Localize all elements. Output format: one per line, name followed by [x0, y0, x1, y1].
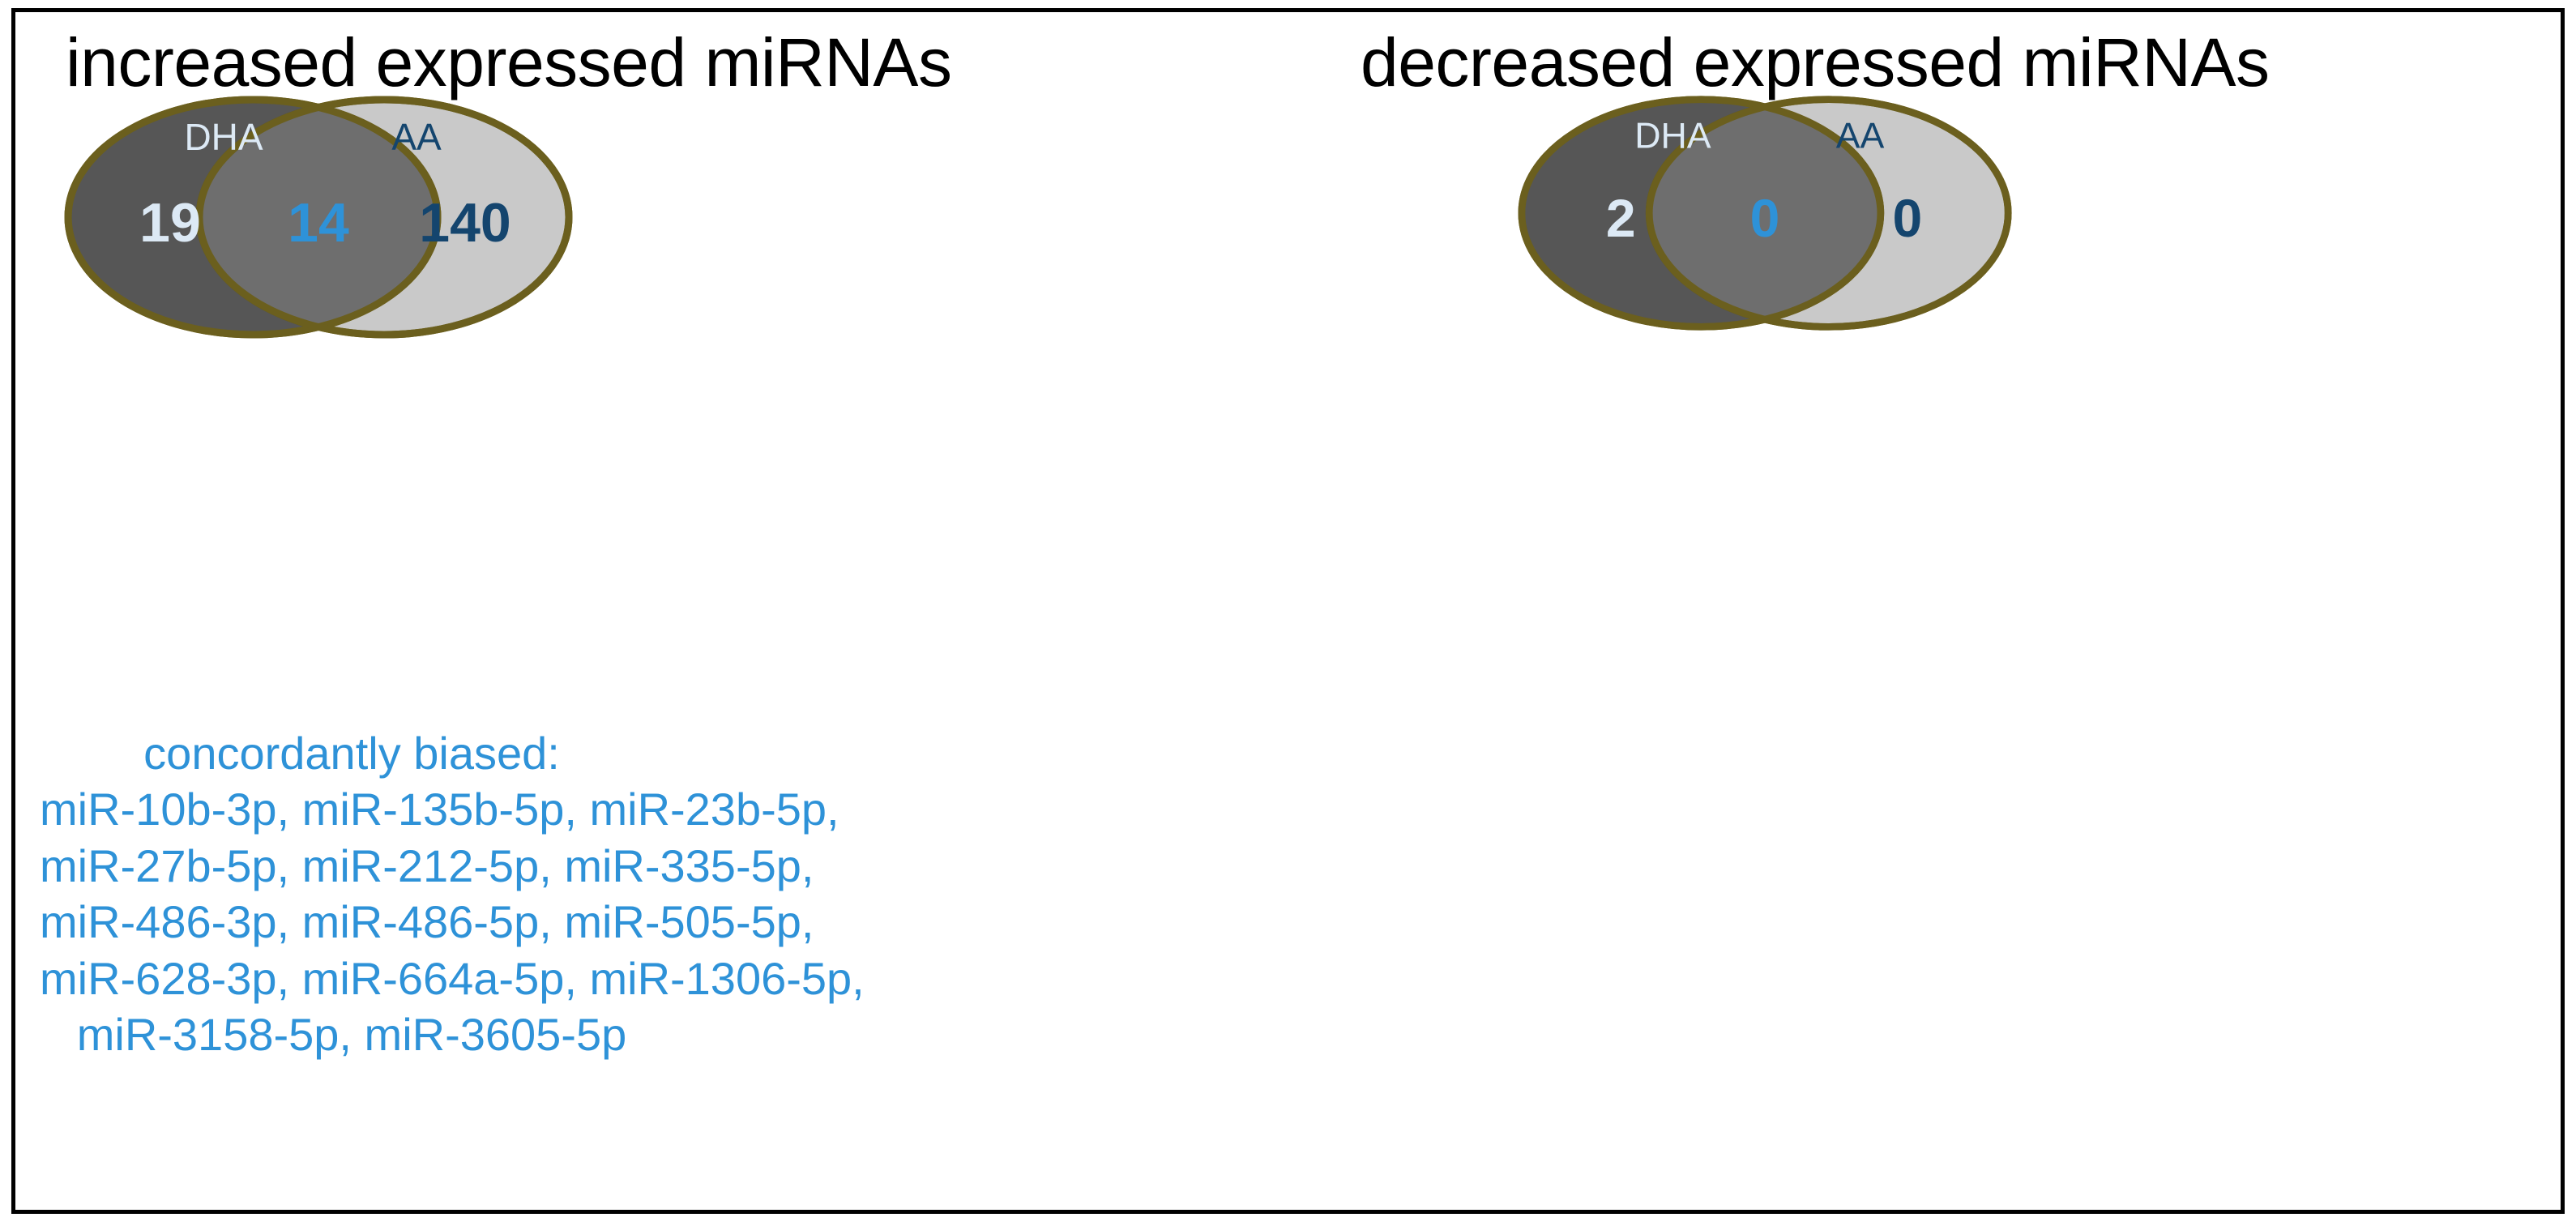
concordant-line-1: miR-10b-3p, miR-135b-5p, miR-23b-5p, [40, 784, 839, 835]
venn-count-aa-only: 0 [1892, 188, 1922, 248]
concordant-line-3: miR-486-3p, miR-486-5p, miR-505-5p, [40, 896, 814, 948]
venn-intersection-region [1649, 99, 1881, 327]
venn-ellipse-dha-outline [64, 96, 442, 339]
figure-frame: increased expressed miRNAs [11, 8, 2565, 1214]
venn-ellipse-aa-outline [195, 96, 573, 339]
panel-title-increased: increased expressed miRNAs [66, 24, 952, 100]
venn-diagram-increased: DHA AA 19 14 140 [36, 92, 603, 343]
panel-title-decreased: decreased expressed miRNAs [1361, 24, 2270, 100]
venn-count-intersection: 0 [1750, 188, 1780, 248]
venn-count-aa-only: 140 [419, 192, 511, 254]
concordant-list: concordantly biased: miR-10b-3p, miR-135… [40, 725, 865, 1063]
venn-count-dha-only: 2 [1606, 188, 1636, 248]
concordant-line-2: miR-27b-5p, miR-212-5p, miR-335-5p, [40, 839, 814, 891]
concordant-line-4: miR-628-3p, miR-664a-5p, miR-1306-5p, [40, 952, 865, 1004]
venn-intersection-region [199, 100, 438, 335]
venn-label-dha: DHA [1634, 117, 1711, 156]
venn-diagram-decreased: DHA AA 2 0 0 [1490, 92, 2041, 335]
venn-label-aa: AA [391, 116, 442, 158]
venn-label-dha: DHA [184, 116, 263, 158]
venn-count-intersection: 14 [288, 192, 349, 254]
panel-decreased: decreased expressed miRNAs DHA AA [1328, 12, 2568, 1210]
venn-count-dha-only: 19 [139, 192, 201, 254]
venn-ellipse-dha-outline [1518, 96, 1885, 331]
panel-increased: increased expressed miRNAs [15, 12, 1328, 1210]
concordant-heading: concordantly biased: [143, 728, 560, 779]
venn-ellipse-aa-outline [1645, 96, 2012, 331]
concordant-line-5: miR-3158-5p, miR-3605-5p [76, 1009, 627, 1061]
venn-label-aa: AA [1836, 117, 1885, 156]
